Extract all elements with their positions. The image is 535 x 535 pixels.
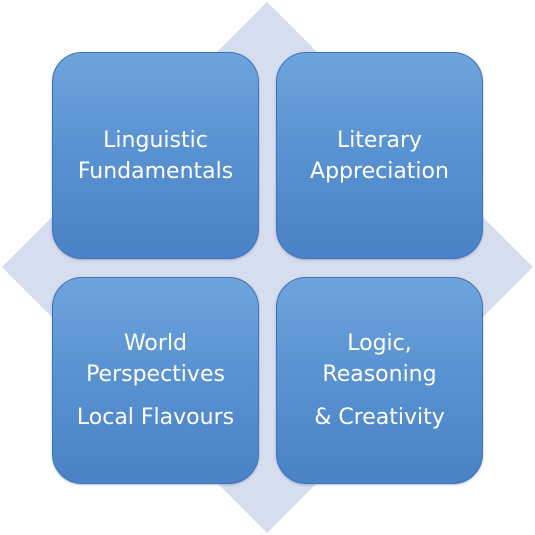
quadrant-label-line: Perspectives <box>86 362 225 387</box>
quadrant-label-line: Fundamentals <box>77 158 234 184</box>
quadrant-label-line: Local Flavours <box>76 405 235 430</box>
quadrant-world-perspectives: World Perspectives Local Flavours <box>52 277 259 484</box>
quadrant-label-line: Logic, <box>347 331 412 356</box>
quadrant-label-line: Literary <box>336 127 423 153</box>
quadrant-label-line: Appreciation <box>310 158 449 184</box>
quadrant-label-line: & Creativity <box>314 405 445 430</box>
quadrant-literary-appreciation: Literary Appreciation <box>276 52 483 259</box>
quadrant-label-line: World <box>123 331 188 356</box>
quadrant-linguistic-fundamentals: Linguistic Fundamentals <box>52 52 259 259</box>
quadrant-logic-reasoning-creativity: Logic, Reasoning & Creativity <box>276 277 483 484</box>
quadrant-label-line: Linguistic <box>103 127 208 153</box>
quadrant-label-line: Reasoning <box>322 362 437 387</box>
